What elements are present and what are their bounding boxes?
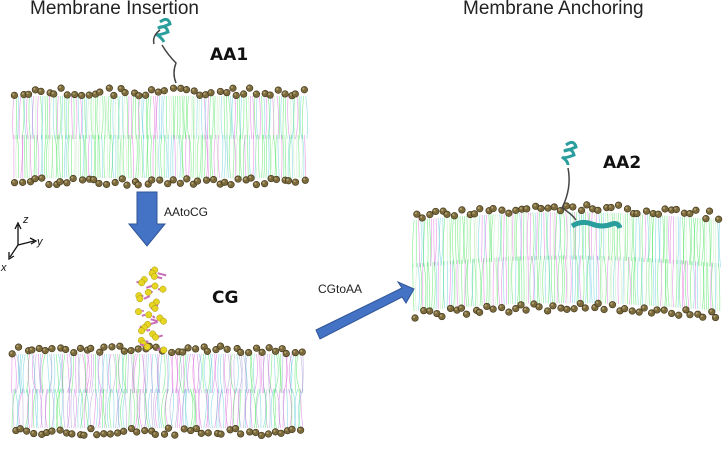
label-aa2: AA2 xyxy=(603,153,642,173)
protein-helix-aa1 xyxy=(152,17,177,84)
membrane-cg xyxy=(8,342,306,440)
arrow-aatocg xyxy=(127,191,167,247)
label-aa1: AA1 xyxy=(210,45,249,65)
membrane-aa2 xyxy=(411,201,723,322)
label-aatocg: AAtoCG xyxy=(164,205,209,219)
protein-helix-aa2 xyxy=(560,140,623,229)
label-cgtoaa: CGtoAA xyxy=(318,282,363,296)
axis-x-label: x xyxy=(1,262,7,274)
axis-triad xyxy=(8,221,38,261)
label-cg: CG xyxy=(212,288,239,308)
title-membrane-anchoring: Membrane Anchoring xyxy=(463,0,644,19)
cg-peptide xyxy=(135,266,168,354)
axis-y-label: y xyxy=(37,236,43,248)
membrane-aa1 xyxy=(10,84,309,189)
axis-z-label: z xyxy=(23,214,29,226)
title-membrane-insertion: Membrane Insertion xyxy=(30,0,199,19)
arrow-cgtoaa xyxy=(315,280,415,340)
